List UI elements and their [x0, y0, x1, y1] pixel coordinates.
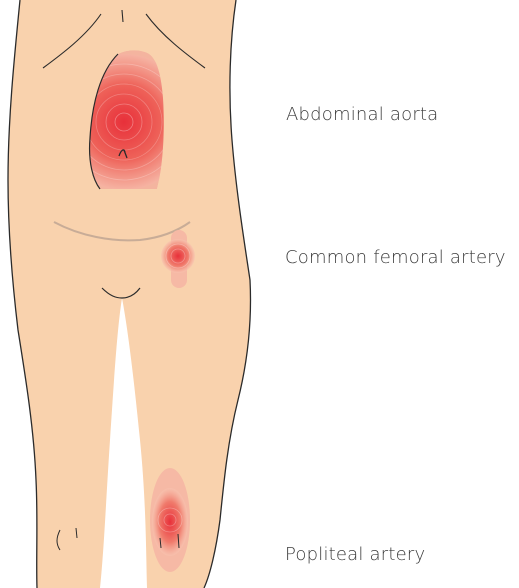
- common-femoral-artery-label: Common femoral artery: [285, 247, 506, 268]
- abdominal-aorta-label: Abdominal aorta: [286, 104, 438, 125]
- popliteal-pulse: [150, 468, 190, 572]
- popliteal-artery-label: Popliteal artery: [285, 544, 425, 565]
